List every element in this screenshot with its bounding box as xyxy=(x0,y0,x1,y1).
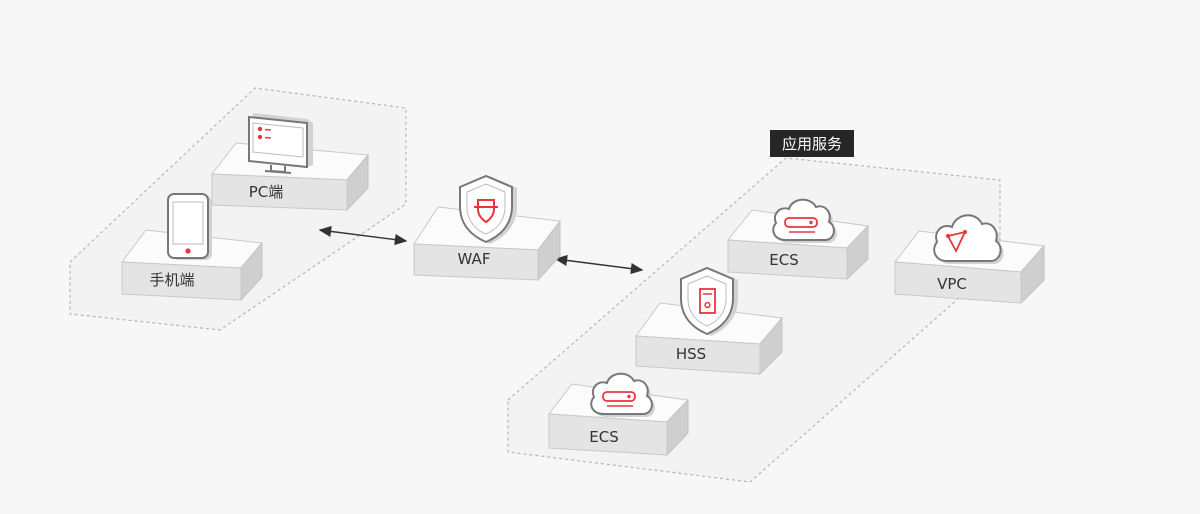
node-pc: PC端 xyxy=(211,113,369,212)
cloud-server-icon xyxy=(772,198,837,243)
app-service-group-tag: 应用服务 xyxy=(770,130,854,157)
svg-text:应用服务: 应用服务 xyxy=(782,135,842,153)
shield-host-icon xyxy=(680,266,738,336)
cloud-network-icon xyxy=(933,214,1004,264)
node-ecs-top-label: ECS xyxy=(769,251,798,269)
mobile-phone-icon xyxy=(167,193,212,260)
arrow-waf-to-app-services xyxy=(554,254,644,275)
node-pc-label: PC端 xyxy=(249,183,284,201)
platform xyxy=(211,142,369,212)
node-hss: HSS xyxy=(635,266,783,376)
node-mobile-label: 手机端 xyxy=(149,271,194,289)
arrow-clients-to-waf xyxy=(318,225,408,246)
shield-icon xyxy=(459,174,517,244)
node-waf-label: WAF xyxy=(458,250,491,268)
node-mobile: 手机端 xyxy=(121,193,263,302)
node-vpc: VPC xyxy=(894,214,1046,305)
cloud-server-icon xyxy=(590,372,655,417)
monitor-icon xyxy=(248,113,313,174)
node-hss-label: HSS xyxy=(676,345,706,363)
node-ecs-bottom-label: ECS xyxy=(589,428,618,446)
node-ecs-bottom: ECS xyxy=(548,372,690,457)
node-vpc-label: VPC xyxy=(937,275,967,293)
node-waf: WAF xyxy=(413,174,561,282)
node-ecs-top: ECS xyxy=(727,198,870,281)
